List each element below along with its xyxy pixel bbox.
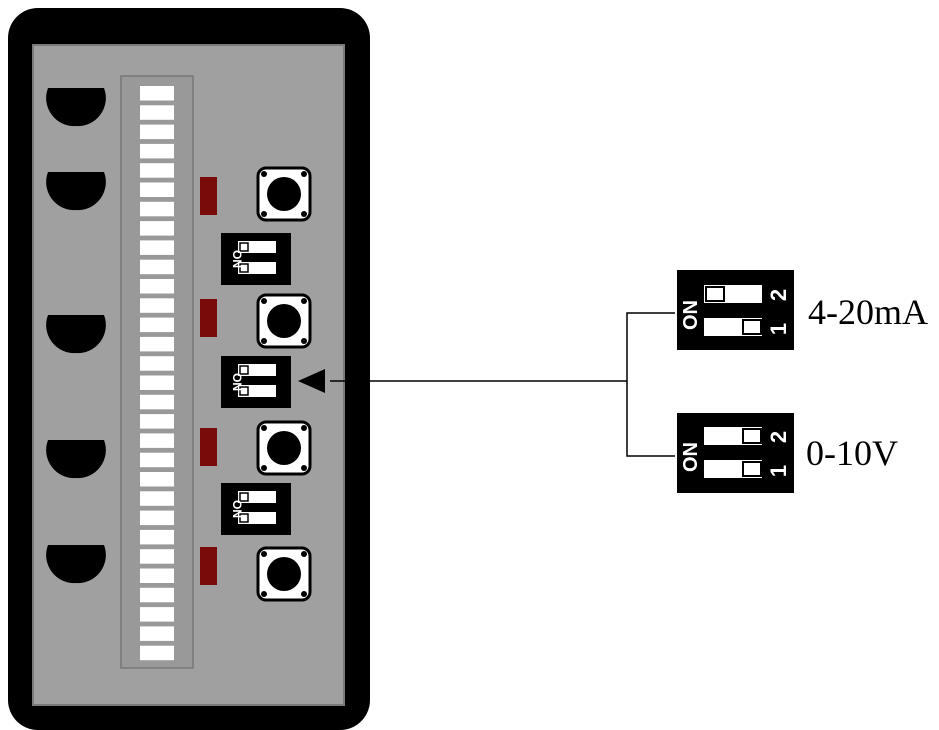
option-label-0-10v: 0-10V	[806, 433, 898, 473]
led-icon	[200, 299, 217, 337]
terminal-cell	[140, 607, 174, 622]
terminal-cell	[140, 529, 174, 545]
switch-toggle-1	[742, 461, 762, 477]
switch-toggle-2	[705, 286, 725, 302]
terminal-cell	[140, 336, 174, 352]
terminal-cell	[140, 626, 174, 641]
switch-body	[677, 413, 794, 493]
status-leds	[200, 177, 217, 585]
dip-switch-icon: ON	[221, 483, 291, 535]
terminal-cell	[140, 182, 174, 197]
arrow-icon	[298, 369, 325, 393]
terminal-cell	[140, 645, 174, 661]
terminal-cell	[140, 356, 174, 371]
switch-on-text: ON	[680, 442, 702, 472]
switch-toggle-2	[742, 428, 762, 444]
terminal-cell	[140, 414, 174, 429]
push-button-icon[interactable]	[256, 420, 312, 476]
switch-toggle-1	[742, 319, 762, 335]
push-button-icon[interactable]	[256, 166, 312, 222]
detail-switch-4-20ma: ON 2 1	[677, 270, 794, 350]
mounting-clips	[46, 88, 106, 584]
switch-pos-2: 2	[766, 289, 791, 301]
push-buttons	[256, 166, 312, 602]
dip-switch-icon: ON	[221, 233, 291, 285]
dip-switch-icon: ON	[221, 356, 291, 408]
terminal-cell	[140, 549, 174, 564]
terminal-cell	[140, 221, 174, 236]
terminal-cell	[140, 279, 174, 294]
terminal-cell	[140, 433, 174, 448]
dip-switch-on-text: ON	[230, 500, 244, 518]
module-dip-switches: ON ON ON	[221, 233, 291, 535]
led-icon	[200, 428, 217, 466]
terminal-cell	[140, 105, 174, 120]
detail-switch-0-10v: ON 2 1	[677, 413, 794, 493]
led-icon	[200, 547, 217, 585]
terminal-cell	[140, 124, 174, 140]
terminal-cell	[140, 568, 174, 583]
terminal-cell	[140, 394, 174, 410]
terminal-cell	[140, 375, 174, 390]
clip-icon	[46, 440, 106, 479]
terminal-cell	[140, 163, 174, 178]
push-button-icon[interactable]	[256, 546, 312, 602]
switch-pos-1: 1	[766, 465, 791, 477]
switch-pos-2: 2	[766, 431, 791, 443]
terminal-cell	[140, 201, 174, 217]
terminal-cell	[140, 86, 174, 101]
switch-on-text: ON	[680, 300, 702, 330]
push-button-icon[interactable]	[256, 293, 312, 349]
option-label-4-20ma: 4-20mA	[808, 292, 928, 332]
terminal-cell	[140, 472, 174, 487]
terminal-cell	[140, 491, 174, 506]
switch-pos-1: 1	[766, 323, 791, 335]
terminal-cell	[140, 452, 174, 468]
terminal-cell	[140, 317, 174, 333]
terminal-cell	[140, 587, 174, 603]
terminal-cell	[140, 259, 174, 275]
led-icon	[200, 177, 217, 215]
terminal-cell	[140, 298, 174, 313]
leader-line	[298, 312, 675, 457]
dip-switch-on-text: ON	[230, 373, 244, 391]
clip-icon	[46, 88, 106, 127]
clip-icon	[46, 545, 106, 584]
terminal-cell	[140, 143, 174, 159]
switch-body	[677, 270, 794, 350]
clip-icon	[46, 172, 106, 211]
dip-switch-on-text: ON	[230, 250, 244, 268]
terminal-cell	[140, 240, 174, 255]
terminal-cell	[140, 510, 174, 526]
clip-icon	[46, 315, 106, 354]
terminal-cells	[140, 86, 174, 661]
